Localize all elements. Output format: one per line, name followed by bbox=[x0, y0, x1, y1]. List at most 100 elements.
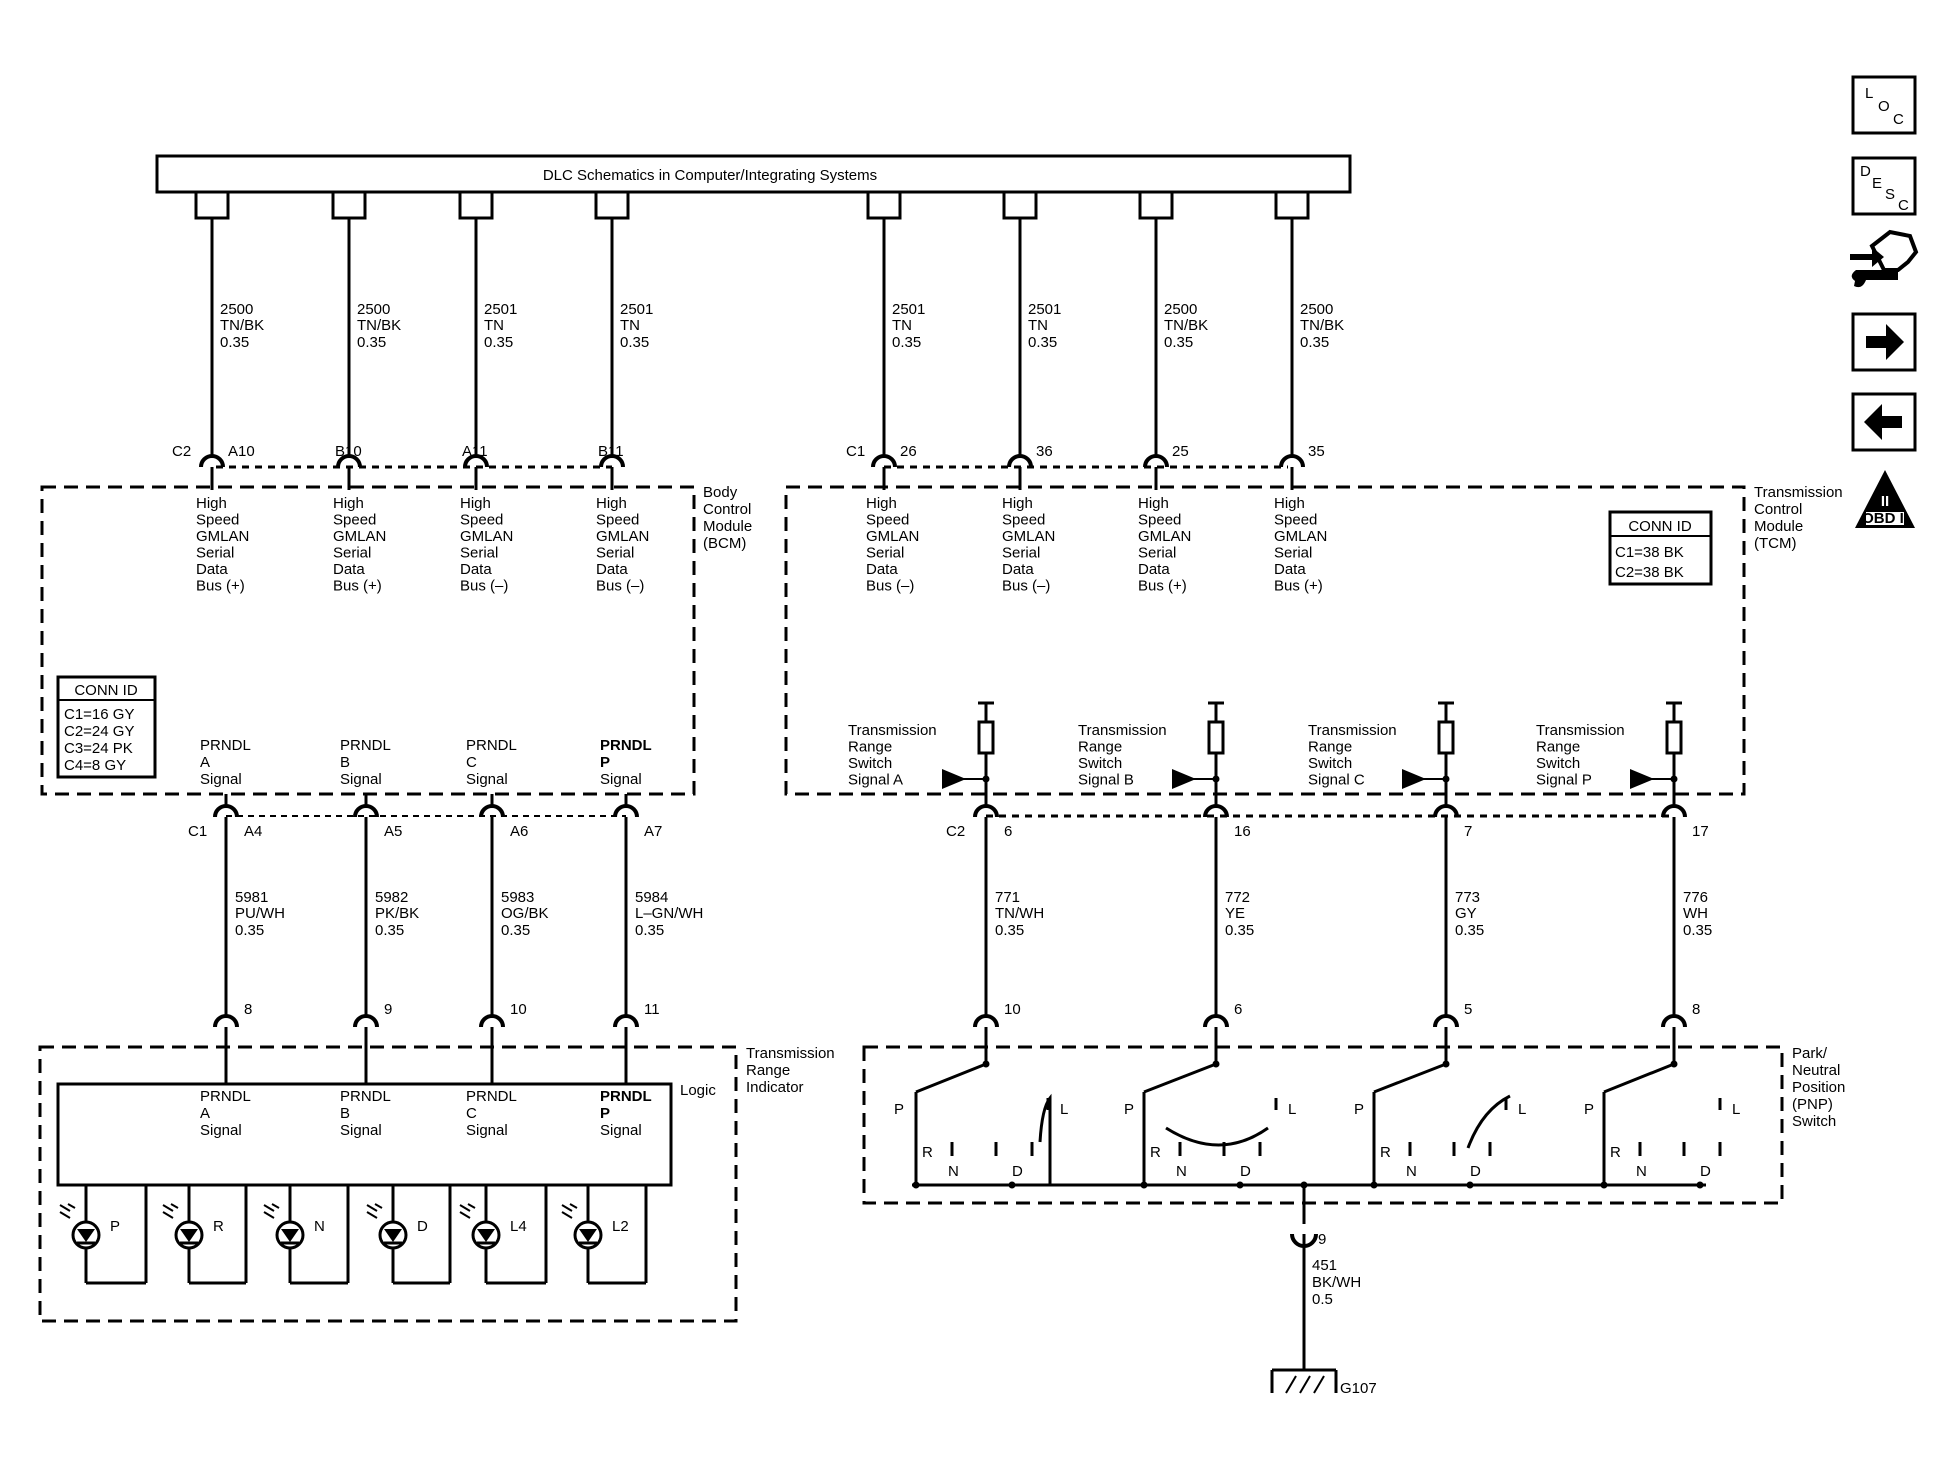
obd-ii-icon[interactable]: II OBD II bbox=[1855, 470, 1915, 528]
light-rays-icon bbox=[366, 1203, 383, 1219]
tcm-conn-id-box: CONN ID C1=38 BK C2=38 BK bbox=[1608, 510, 1713, 586]
light-rays-icon bbox=[162, 1203, 179, 1219]
pnp-pin: 8 bbox=[1692, 1001, 1700, 1018]
connector-terminal bbox=[479, 1014, 505, 1028]
svg-text:Transmission: Transmission bbox=[1754, 484, 1843, 501]
tcm-bottom-pin: 16 bbox=[1234, 823, 1251, 840]
tcm-top-connector: C1 bbox=[846, 443, 865, 460]
bcm-gmlan-label: High bbox=[460, 495, 491, 512]
pnp-wiper bbox=[915, 1062, 987, 1094]
svg-text:Control: Control bbox=[1754, 501, 1802, 518]
wire-color: OG/BK bbox=[501, 905, 549, 922]
tcm-range-label: Range bbox=[1536, 739, 1580, 756]
bcm-prndl-label: Signal bbox=[340, 771, 382, 788]
tcm-range-label: Range bbox=[1308, 739, 1352, 756]
header-stub bbox=[1138, 192, 1174, 220]
bcm-prndl-label: P bbox=[600, 754, 610, 771]
wire-gauge: 0.35 bbox=[635, 922, 664, 939]
bcm-name: Body Control Module (BCM) bbox=[703, 484, 752, 552]
bcm-conn-id-box: CONN ID C1=16 GY C2=24 GY C3=24 PK C4=8 … bbox=[56, 675, 157, 779]
ground-wire-color: BK/WH bbox=[1312, 1274, 1361, 1291]
connector-terminal bbox=[463, 454, 489, 468]
desc-button[interactable]: D E S C bbox=[1851, 156, 1917, 216]
loc-button[interactable]: L O C bbox=[1851, 75, 1917, 135]
previous-page-button[interactable] bbox=[1851, 392, 1917, 452]
tcm-range-label: Switch bbox=[848, 755, 892, 772]
pnp-pin: 6 bbox=[1234, 1001, 1242, 1018]
bcm-gmlan-label: Bus (–) bbox=[596, 578, 644, 595]
tcm-gmlan-label: Speed bbox=[866, 512, 909, 529]
indicator-led: D bbox=[366, 1185, 452, 1285]
tcm-range-label: Signal B bbox=[1078, 772, 1134, 789]
pnp-letter: P bbox=[1584, 1101, 1594, 1118]
tcm-gmlan-label: Speed bbox=[1138, 512, 1181, 529]
tri-name: Transmission Range Indicator bbox=[746, 1045, 835, 1096]
bcm-gmlan-label: Speed bbox=[460, 512, 503, 529]
connector-terminal bbox=[1007, 454, 1033, 468]
bcm-gmlan-label: Speed bbox=[196, 512, 239, 529]
wire-color: TN/BK bbox=[1164, 317, 1208, 334]
tcm-gmlan-label: Serial bbox=[1274, 545, 1312, 562]
tcm-gmlan-label: Data bbox=[1002, 561, 1034, 578]
next-page-button[interactable] bbox=[1851, 312, 1917, 372]
indicator-led: N bbox=[263, 1185, 350, 1285]
header-stub bbox=[194, 192, 230, 220]
connector-wrench-icon[interactable] bbox=[1850, 229, 1919, 288]
bcm-gmlan-label: GMLAN bbox=[333, 528, 386, 545]
pullup-resistor bbox=[977, 720, 995, 755]
bcm-bottom-pin: A6 bbox=[510, 823, 528, 840]
arrow-right-icon bbox=[1866, 324, 1904, 360]
wire-circuit: 776 bbox=[1683, 889, 1708, 906]
bcm-gmlan-label: GMLAN bbox=[196, 528, 249, 545]
tcm-top-pin: 25 bbox=[1172, 443, 1189, 460]
connector-terminal bbox=[1661, 804, 1687, 818]
tcm-gmlan-label: GMLAN bbox=[1274, 528, 1327, 545]
pullup-resistor bbox=[1437, 720, 1455, 755]
wire-circuit: 2500 bbox=[220, 301, 253, 318]
connector-terminal bbox=[199, 454, 225, 468]
wire-color: WH bbox=[1683, 905, 1708, 922]
wire-gauge: 0.35 bbox=[1683, 922, 1712, 939]
bcm-gmlan-label: Serial bbox=[596, 545, 634, 562]
junction-dot bbox=[1466, 1181, 1474, 1189]
svg-text:(BCM): (BCM) bbox=[703, 535, 746, 552]
wire-circuit: 772 bbox=[1225, 889, 1250, 906]
connector-terminal bbox=[1433, 804, 1459, 818]
pnp-letter: P bbox=[894, 1101, 904, 1118]
tri-prndl-label: PRNDL bbox=[466, 1088, 517, 1105]
wire-circuit: 2501 bbox=[484, 301, 517, 318]
tri-prndl-label: Signal bbox=[600, 1122, 642, 1139]
wire-color: TN bbox=[620, 317, 640, 334]
tcm-range-label: Transmission bbox=[1536, 722, 1625, 739]
tcm-name: Transmission Control Module (TCM) bbox=[1754, 484, 1843, 552]
pnp-letter: L bbox=[1288, 1101, 1296, 1118]
tcm-conn-id-title: CONN ID bbox=[1628, 518, 1692, 535]
svg-text:Control: Control bbox=[703, 501, 751, 518]
header-stub bbox=[866, 192, 902, 220]
ground-circuit: 9 451 BK/WH 0.5 G107 bbox=[1270, 1185, 1377, 1397]
tri-prndl-label: PRNDL bbox=[200, 1088, 251, 1105]
junction-dot bbox=[1236, 1181, 1244, 1189]
bcm-conn-id-3: C4=8 GY bbox=[64, 757, 126, 774]
bcm-gmlan-label: GMLAN bbox=[596, 528, 649, 545]
led-label: D bbox=[417, 1218, 428, 1235]
svg-text:Module: Module bbox=[703, 518, 752, 535]
svg-text:Position: Position bbox=[1792, 1079, 1845, 1096]
wire-color: PU/WH bbox=[235, 905, 285, 922]
light-rays-icon bbox=[459, 1203, 476, 1219]
tcm-range-label: Switch bbox=[1078, 755, 1122, 772]
svg-text:Indicator: Indicator bbox=[746, 1079, 804, 1096]
bcm-prndl-label: C bbox=[466, 754, 477, 771]
pnp-letter: R bbox=[1380, 1144, 1391, 1161]
tcm-gmlan-label: Serial bbox=[1002, 545, 1040, 562]
tcm-module-outline bbox=[784, 485, 1746, 796]
wire-color: TN bbox=[892, 317, 912, 334]
tcm-range-label: Switch bbox=[1308, 755, 1352, 772]
bcm-prndl-label: Signal bbox=[200, 771, 242, 788]
pnp-shorting-bar bbox=[1466, 1094, 1511, 1149]
tcm-top-pin: 36 bbox=[1036, 443, 1053, 460]
tcm-range-label: Signal P bbox=[1536, 772, 1592, 789]
pnp-letter: D bbox=[1470, 1163, 1481, 1180]
